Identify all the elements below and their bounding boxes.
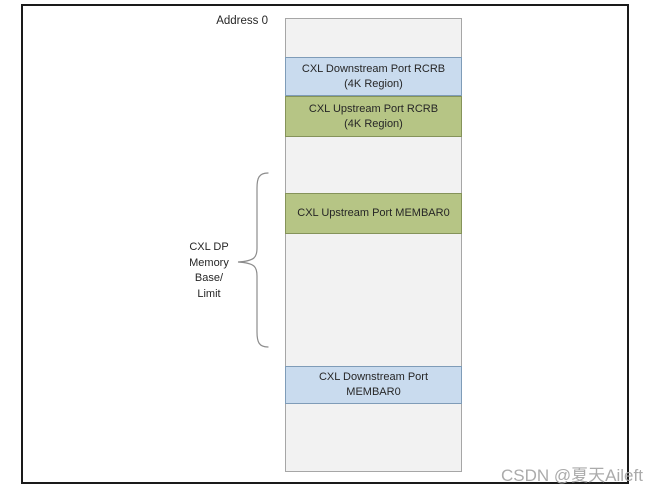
brace-label-line: CXL DP <box>189 241 229 253</box>
memory-region-label: CXL Downstream Port <box>318 371 429 383</box>
brace-label-line: Memory <box>189 256 229 269</box>
address-0-label: Address 0 <box>216 15 268 27</box>
memory-region-label: CXL Upstream Port RCRB <box>308 102 439 115</box>
memory-region-downstream-rcrb: CXL Downstream Port RCRB (4K Region) <box>285 57 462 96</box>
memory-region-label: CXL Upstream Port MEMBAR0 <box>297 207 450 219</box>
memory-region-gap-middle-2 <box>286 234 461 366</box>
csdn-watermark: CSDN @夏天Aileft <box>501 466 643 485</box>
memory-region-label: MEMBAR0 <box>346 386 401 398</box>
memory-map-column: CXL Downstream Port RCRB(4K Region)CXL U… <box>285 18 462 472</box>
memory-region-upstream-rcrb: CXL Upstream Port RCRB (4K Region) <box>285 96 462 137</box>
memory-region-label: (4K Region) <box>344 77 403 90</box>
memory-region-gap-top <box>286 19 461 57</box>
memory-region-label: (4K Region) <box>344 117 403 130</box>
memory-region-label: CXL Downstream Port RCRB <box>301 62 446 75</box>
brace-label-line: Base/ <box>194 272 224 284</box>
brace-label-line: Limit <box>197 287 221 300</box>
cxl-dp-memory-base-limit-label: CXL DP Memory Base/ Limit <box>172 240 246 302</box>
memory-region-gap-bottom <box>286 404 461 473</box>
curly-brace <box>237 172 269 348</box>
memory-region-gap-middle-1 <box>286 137 461 193</box>
memory-region-upstream-membar0: CXL Upstream Port MEMBAR0 <box>285 193 462 234</box>
